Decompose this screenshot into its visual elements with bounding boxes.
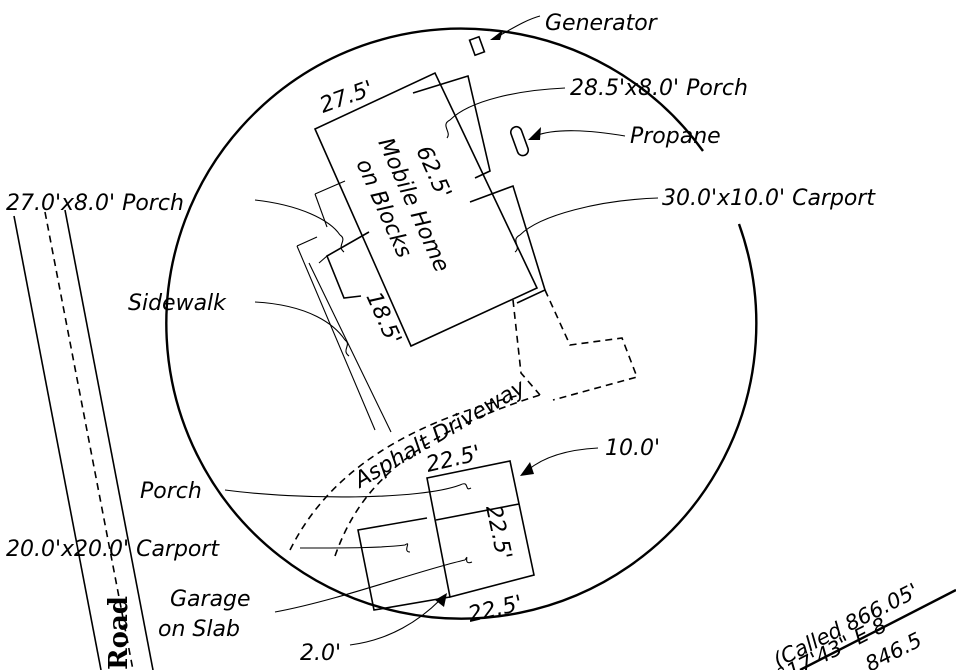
mobile-home (296, 71, 639, 433)
dimension-10-label: 10.0' (605, 436, 660, 461)
porch-left-label: 27.0'x8.0' Porch (6, 191, 184, 216)
survey-circle (165, 27, 758, 620)
leader-lines (224, 15, 659, 646)
garage-label-line2: on Slab (158, 617, 240, 642)
porch-top-label: 28.5'x8.0' Porch (570, 76, 748, 101)
sidewalk-label: Sidewalk (128, 291, 227, 316)
property-line (799, 588, 956, 670)
carport-bottom-label: 20.0'x20.0' Carport (6, 537, 220, 562)
offset-dimension-label: 2.0' (300, 641, 341, 666)
driveway-label: Asphalt Driveway (349, 375, 531, 495)
propane-tank-icon (509, 125, 530, 157)
generator-label: Generator (545, 11, 659, 36)
road-edges (13, 209, 154, 670)
asphalt-driveway-edge (334, 394, 541, 557)
garage-right-dimension: 22.5' (480, 503, 516, 562)
road-label: Road (104, 596, 134, 670)
mobile-home-width-top: 27.5' (317, 76, 377, 118)
garage-bottom-dimension: 22.5' (466, 591, 525, 628)
generator-icon (468, 35, 486, 57)
porch-bottom-label: Porch (140, 479, 202, 504)
garage (357, 460, 535, 611)
asphalt-driveway-edge-2 (289, 394, 521, 551)
propane-label: Propane (630, 124, 721, 149)
garage-label-line1: Garage (170, 587, 251, 612)
carport-top-label: 30.0'x10.0' Carport (662, 186, 876, 211)
